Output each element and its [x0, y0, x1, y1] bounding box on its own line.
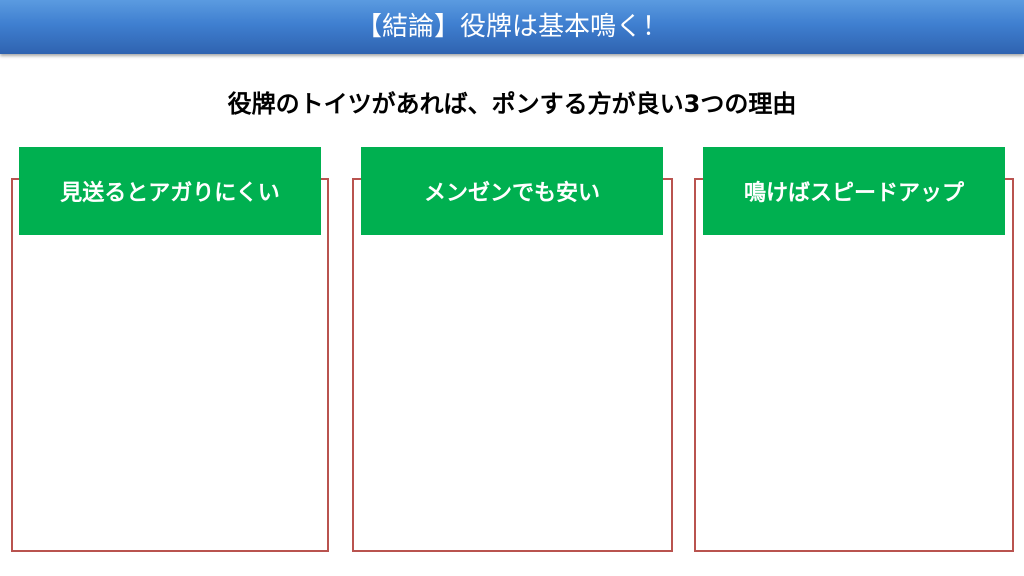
reason-header-3: 鳴けばスピードアップ: [703, 147, 1005, 235]
title-bar: 【結論】役牌は基本鳴く！: [0, 0, 1024, 54]
reason-header-2: メンゼンでも安い: [361, 147, 663, 235]
subtitle: 役牌のトイツがあれば、ポンする方が良い3つの理由: [227, 90, 797, 118]
reason-header-1: 見送るとアガりにくい: [19, 147, 321, 235]
